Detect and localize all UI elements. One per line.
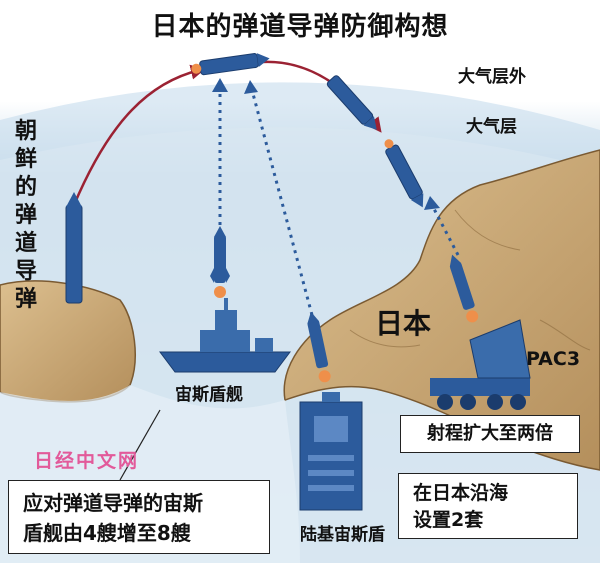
nk-char: 的 xyxy=(14,175,37,200)
land-texture xyxy=(349,209,591,351)
label-japan: 日本 xyxy=(375,307,432,340)
intercept-paths xyxy=(218,89,460,316)
aegis-callout-line xyxy=(119,409,161,481)
label-pac3: PAC3 xyxy=(526,348,581,370)
pac3-interceptor xyxy=(449,254,479,323)
callout-aegis-increase: 应对弹道导弹的宙斯 盾舰由4艘增至8艘 xyxy=(8,480,270,554)
callout-line: 盾舰由4艘增至8艘 xyxy=(23,521,191,545)
trajectory-ascent xyxy=(72,64,206,206)
label-aegis-ashore: 陆基宙斯盾 xyxy=(300,525,385,545)
descent-missile-2 xyxy=(384,139,424,208)
nk-missile xyxy=(65,192,83,304)
descent-missile-1 xyxy=(326,75,377,130)
nk-char: 朝 xyxy=(14,119,37,144)
nk-char: 道 xyxy=(14,231,37,256)
callout-range: 射程扩大至两倍 xyxy=(400,415,580,453)
nk-char: 导 xyxy=(14,259,37,284)
pac3-launcher xyxy=(430,319,531,410)
nk-char: 弹 xyxy=(14,287,37,312)
nk-char: 弹 xyxy=(14,203,37,228)
callout-line: 设置2套 xyxy=(413,509,484,531)
callout-line: 应对弹道导弹的宙斯 xyxy=(23,491,203,515)
label-space: 大气层外 xyxy=(458,67,526,87)
callout-deploy: 在日本沿海 设置2套 xyxy=(398,473,578,539)
ashore-interceptor xyxy=(307,311,331,383)
label-atmosphere: 大气层 xyxy=(466,117,517,137)
label-nk-missile: 朝 鲜 的 弹 道 导 弹 xyxy=(12,118,40,314)
intercept-arrowheads xyxy=(212,78,440,210)
nk-char: 鲜 xyxy=(14,147,37,172)
watermark: 日经中文网 xyxy=(34,450,140,472)
page-title: 日本的弹道导弹防御构想 xyxy=(151,12,449,42)
ship-interceptor xyxy=(210,226,230,298)
aegis-ashore xyxy=(299,392,363,511)
aegis-destroyer xyxy=(159,298,291,373)
callout-line: 在日本沿海 xyxy=(413,482,509,504)
apex-missile xyxy=(191,53,270,76)
label-aegis-ship: 宙斯盾舰 xyxy=(175,385,243,405)
